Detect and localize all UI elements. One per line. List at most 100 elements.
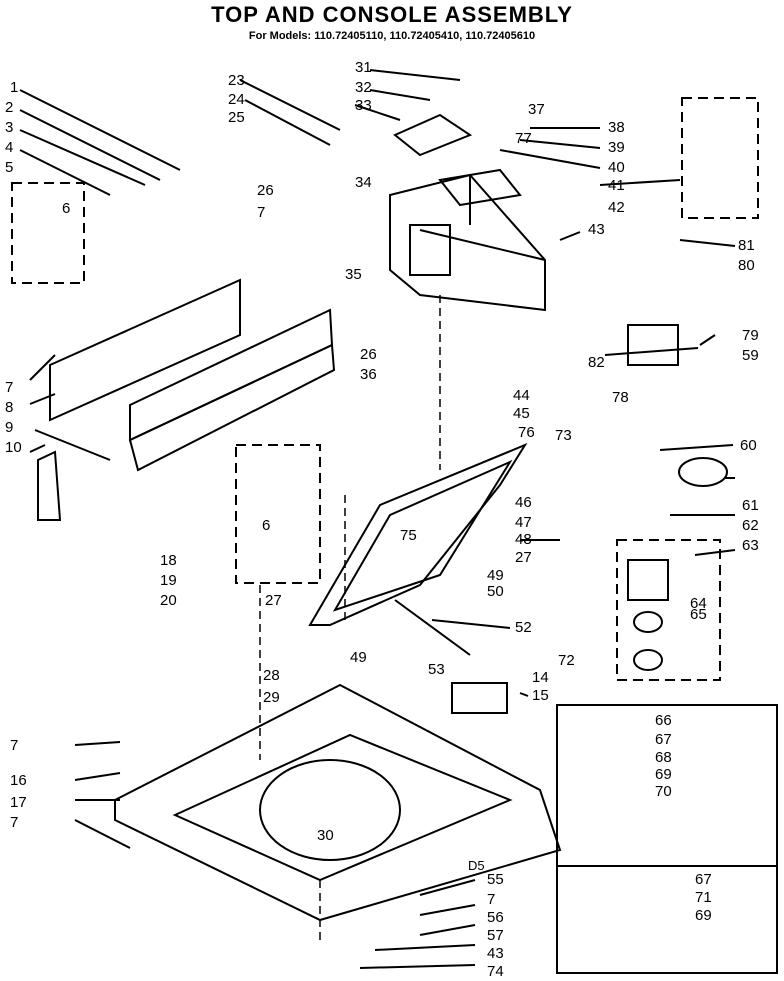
callout-label: 10: [5, 439, 22, 456]
callout-label: 9: [5, 419, 14, 436]
page-title: TOP AND CONSOLE ASSEMBLY: [211, 2, 573, 27]
models-subtitle: For Models: 110.72405110, 110.72405410, …: [248, 30, 536, 42]
callout-label: 61: [742, 497, 759, 514]
callout-label: 17: [10, 794, 27, 811]
callout-label: 46: [515, 494, 532, 511]
top-cover: [438, 168, 522, 207]
callout-label: 7: [10, 814, 19, 831]
callout-label: 20: [160, 592, 177, 609]
callout-label: 15: [532, 687, 549, 704]
callout-label: 43: [487, 945, 504, 962]
callout-label: 67: [655, 731, 672, 748]
callout-label: 64: [690, 595, 707, 612]
group-box-knob: [11, 182, 85, 284]
callout-label: 70: [655, 783, 672, 800]
callout-label: 77: [515, 130, 532, 147]
callout-label: 62: [742, 517, 759, 534]
callout-label: 73: [555, 427, 572, 444]
callout-label: 41: [608, 177, 625, 194]
group-box-motor: [616, 539, 721, 681]
callout-label: 66: [655, 712, 672, 729]
callout-label: 44: [513, 387, 530, 404]
callout-label: 82: [588, 354, 605, 371]
callout-label: 75: [400, 527, 417, 544]
console-rail: [129, 308, 334, 442]
callout-label: 23: [228, 72, 245, 89]
callout-label: 68: [655, 749, 672, 766]
callout-label: 6: [262, 517, 271, 534]
callout-label: 29: [263, 689, 280, 706]
callout-label: 18: [160, 552, 177, 569]
callout-label: 80: [738, 257, 755, 274]
callout-label: 39: [608, 139, 625, 156]
callout-label: 4: [5, 139, 14, 156]
callout-label: 56: [487, 909, 504, 926]
callout-label: 69: [655, 766, 672, 783]
callout-label: 25: [228, 109, 245, 126]
callout-label: 53: [428, 661, 445, 678]
washer-top: [114, 683, 562, 922]
callout-label: 52: [515, 619, 532, 636]
callout-label: 50: [487, 583, 504, 600]
callout-label: 49: [350, 649, 367, 666]
callout-label: 7: [5, 379, 14, 396]
group-box-valve: [235, 444, 321, 584]
callout-label: 72: [558, 652, 575, 669]
callout-label: 74: [487, 963, 504, 980]
lid-frame: [308, 442, 528, 626]
callout-label: 60: [740, 437, 757, 454]
callout-label: 27: [265, 592, 282, 609]
callout-label: 49: [487, 567, 504, 584]
callout-label: 5: [5, 159, 14, 176]
diagram-code: D5: [468, 858, 485, 873]
callout-label: 76: [518, 424, 535, 441]
callout-label: 36: [360, 366, 377, 383]
callout-label: 16: [10, 772, 27, 789]
callout-label: 69: [695, 907, 712, 924]
callout-label: 67: [695, 871, 712, 888]
group-box-switch: [681, 97, 759, 219]
callout-label: 38: [608, 119, 625, 136]
callout-label: 8: [5, 399, 14, 416]
callout-label: 19: [160, 572, 177, 589]
callout-label: 71: [695, 889, 712, 906]
callout-label: 40: [608, 159, 625, 176]
callout-label: 42: [608, 199, 625, 216]
callout-label: 26: [257, 182, 274, 199]
callout-label: 26: [360, 346, 377, 363]
callout-label: 55: [487, 871, 504, 888]
callout-label: 57: [487, 927, 504, 944]
callout-label: 34: [355, 174, 372, 191]
callout-label: 63: [742, 537, 759, 554]
control-housing: [389, 173, 546, 312]
callout-label: 14: [532, 669, 549, 686]
callout-label: 7: [10, 737, 19, 754]
callout-label: 33: [355, 97, 372, 114]
knob-ring: [678, 457, 728, 487]
callout-label: 28: [263, 667, 280, 684]
callout-label: 32: [355, 79, 372, 96]
switch-block: [627, 559, 669, 601]
callout-label: 81: [738, 237, 755, 254]
callout-label: 30: [317, 827, 334, 844]
callout-label: 65: [690, 606, 707, 623]
callout-label: 35: [345, 266, 362, 283]
callout-label: 7: [257, 204, 266, 221]
callout-label: 24: [228, 91, 245, 108]
callout-label: 37: [528, 101, 545, 118]
callout-label: 43: [588, 221, 605, 238]
callout-label: 79: [742, 327, 759, 344]
callout-label: 47: [515, 514, 532, 531]
callout-label: 1: [10, 79, 19, 96]
callout-label: 78: [612, 389, 629, 406]
callout-label: 31: [355, 59, 372, 76]
callout-label: 2: [5, 99, 14, 116]
timer-block: [627, 324, 679, 366]
console-end-cap: [37, 450, 62, 521]
callout-label: 6: [62, 200, 71, 217]
console-panel: [49, 278, 241, 422]
callout-label: 7: [487, 891, 496, 908]
callout-label: 27: [515, 549, 532, 566]
callout-label: 45: [513, 405, 530, 422]
